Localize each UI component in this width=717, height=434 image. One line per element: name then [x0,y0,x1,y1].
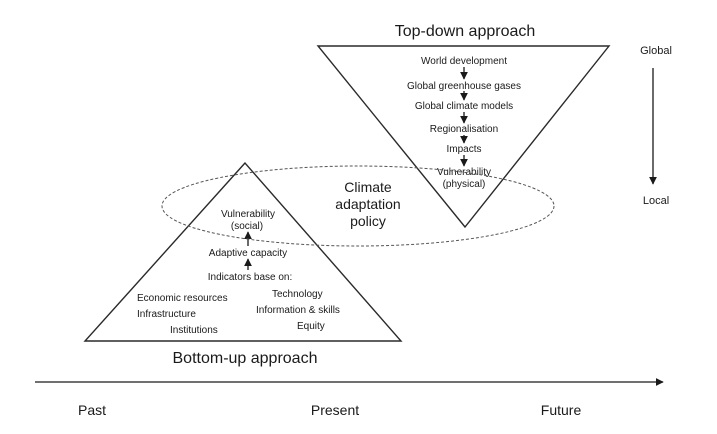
bottom-up-title: Bottom-up approach [173,350,318,367]
policy-line-1: Climate [344,179,392,195]
scale-global: Global [640,45,672,57]
top-down-title: Top-down approach [395,23,536,40]
step-global-climate-models: Global climate models [415,101,513,112]
step-regionalisation: Regionalisation [430,124,498,135]
step-world-development: World development [421,56,507,67]
timeline-past: Past [78,402,106,418]
indicator-infrastructure: Infrastructure [137,309,196,320]
vulnerability-social-sub: (social) [231,221,263,232]
timeline-present: Present [311,402,359,418]
vulnerability-social: Vulnerability [221,209,275,220]
policy-line-2: adaptation [335,196,400,212]
indicator-institutions: Institutions [170,325,218,336]
step-vulnerability-physical: Vulnerability [437,167,491,178]
step-global-greenhouse-gases: Global greenhouse gases [407,81,521,92]
indicator-information-skills: Information & skills [256,305,340,316]
policy-line-3: policy [350,213,386,229]
step-vulnerability-physical-sub: (physical) [443,179,486,190]
adaptive-capacity: Adaptive capacity [209,248,287,259]
indicator-equity: Equity [297,321,325,332]
indicator-technology: Technology [272,289,323,300]
timeline-future: Future [541,402,582,418]
policy-ellipse [161,165,555,247]
indicators-heading: Indicators base on: [208,272,293,283]
step-impacts: Impacts [446,144,481,155]
bottom-up-triangle [83,161,403,342]
top-down-triangle [316,45,611,229]
scale-local: Local [643,195,669,207]
indicator-economic-resources: Economic resources [137,293,228,304]
